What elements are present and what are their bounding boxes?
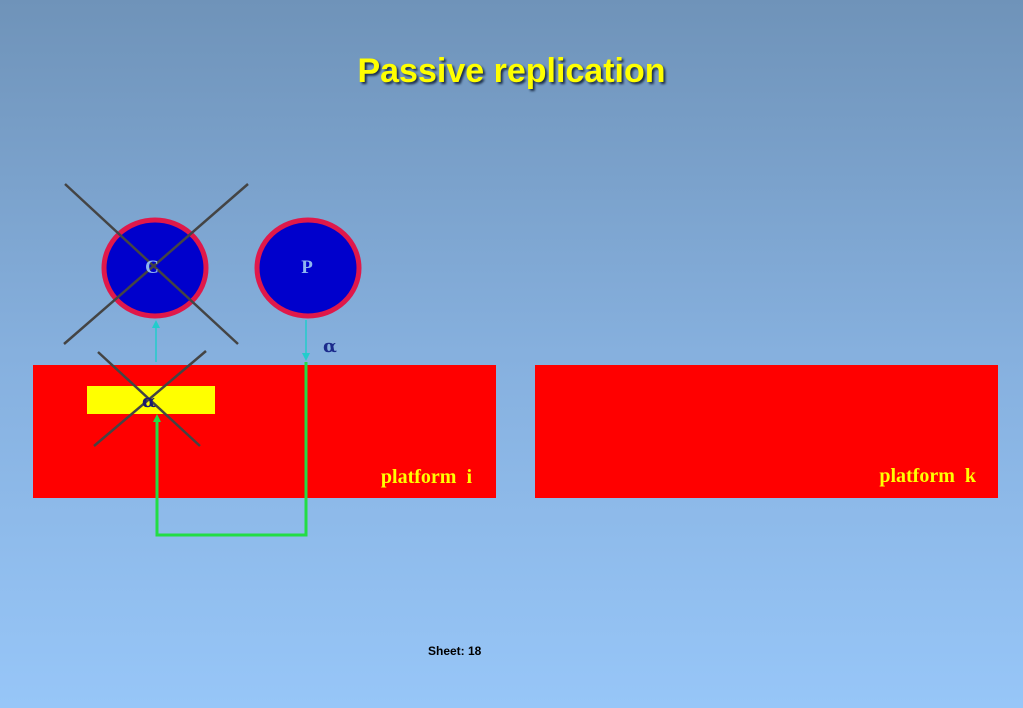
client-node-label: C [145, 257, 159, 278]
state-update-path [153, 362, 308, 537]
client-failure-cross [63, 183, 249, 345]
primary-node [254, 217, 362, 319]
state-failure-cross [93, 350, 207, 447]
message-label: α [323, 336, 337, 357]
platform-k-label: platform k [879, 465, 976, 487]
client-request-arrow [152, 320, 160, 362]
platform-i-label: platform i [380, 466, 472, 488]
sheet-number: Sheet: 18 [428, 644, 482, 658]
state-label: α [142, 391, 156, 412]
platform-k: platform k [535, 365, 998, 498]
primary-node-label: P [301, 257, 313, 278]
primary-output-arrow [302, 320, 310, 361]
slide-title: Passive replication [357, 52, 666, 90]
